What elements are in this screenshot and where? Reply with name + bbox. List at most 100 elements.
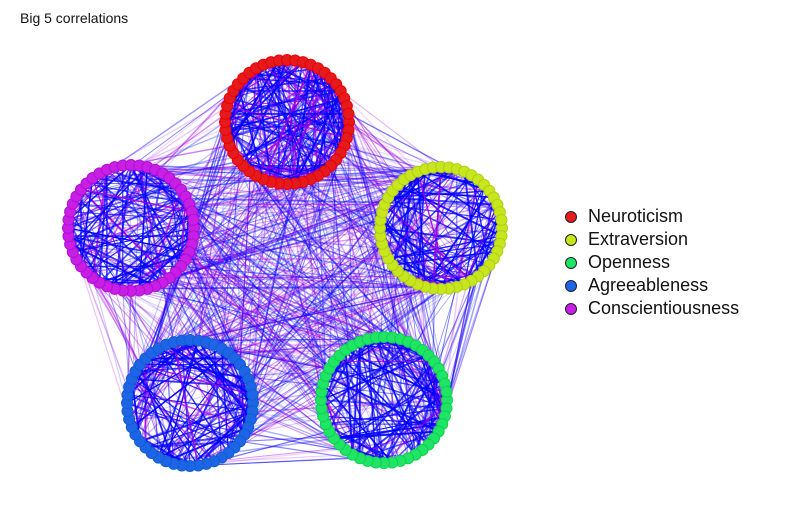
cross-edge (247, 378, 324, 417)
within-edge (463, 171, 480, 277)
within-edge (367, 338, 424, 451)
legend-swatch-conscientiousness (565, 302, 577, 315)
within-edge (320, 391, 361, 459)
within-edge (294, 90, 342, 184)
within-edge (384, 204, 465, 285)
within-edge (69, 195, 186, 246)
cross-edge (445, 270, 485, 409)
cross-edge (189, 399, 322, 467)
within-edge (270, 61, 348, 107)
within-edge (227, 371, 246, 454)
cross-edge (75, 72, 250, 261)
within-edge (134, 371, 199, 466)
cross-edge (122, 289, 439, 433)
within-edge (242, 97, 345, 167)
within-edge (145, 410, 253, 449)
cross-edge (188, 251, 409, 343)
cross-edge (193, 219, 322, 401)
cross-edge (347, 130, 361, 459)
within-edge (165, 344, 253, 412)
within-edge (224, 121, 345, 147)
cross-edge (189, 251, 411, 282)
within-edge (388, 196, 498, 206)
cross-edge (165, 235, 381, 346)
within-edge (338, 354, 430, 446)
within-edge (380, 235, 458, 288)
cross-edge (252, 227, 503, 404)
legend-item-openness: Openness (562, 251, 797, 274)
within-edge (417, 243, 501, 285)
cross-edge (213, 286, 457, 346)
within-edge (131, 352, 229, 428)
cross-edge (139, 257, 389, 292)
cross-edge (220, 84, 337, 349)
cross-edge (252, 78, 332, 404)
cross-edge (446, 243, 501, 409)
cross-edge (252, 219, 502, 404)
within-edge (317, 68, 345, 146)
legend-swatch-agreeableness (565, 279, 577, 292)
cross-edge (330, 165, 409, 342)
within-edge (67, 227, 190, 253)
cross-edge (139, 364, 448, 401)
legend-label: Openness (588, 252, 671, 272)
within-edge (86, 189, 182, 274)
cross-edge (175, 182, 381, 237)
cross-edge (399, 197, 495, 340)
cross-edge (228, 288, 434, 354)
cross-edge (180, 170, 250, 191)
within-edge (322, 354, 429, 385)
cross-edge (191, 178, 479, 245)
cross-edge (381, 212, 440, 432)
cross-edge (248, 426, 346, 451)
within-edge (67, 182, 176, 229)
within-edge (262, 64, 312, 180)
cross-edge (69, 166, 434, 245)
within-edge (114, 211, 193, 290)
cross-edge (348, 113, 450, 169)
cross-edge (205, 137, 228, 464)
item-node (342, 107, 355, 120)
within-edge (165, 426, 249, 463)
within-edge (158, 410, 253, 459)
cross-edge (68, 168, 457, 221)
within-edge (128, 385, 249, 428)
cross-edge (225, 129, 393, 463)
cross-edge (239, 288, 442, 443)
cross-edge (128, 184, 399, 420)
cross-edge (328, 159, 337, 369)
within-edge (339, 355, 377, 463)
within-edge (69, 177, 170, 245)
within-edge (68, 182, 176, 221)
within-edge (139, 364, 253, 412)
cross-edge (228, 352, 443, 425)
within-edge (139, 341, 207, 366)
legend: Neuroticism Extraversion Openness Agreea… (562, 205, 797, 320)
within-edge (139, 364, 215, 462)
cross-edge (92, 178, 311, 279)
within-edge (432, 166, 442, 289)
within-edge (344, 349, 417, 456)
cross-edge (85, 272, 141, 365)
cross-edge (250, 275, 405, 420)
within-group-edges (67, 59, 503, 467)
cross-edge (180, 265, 385, 338)
legend-swatch-neuroticism (565, 210, 577, 223)
within-edge (224, 67, 257, 131)
cross-edge (134, 90, 234, 372)
cross-edge (270, 181, 435, 363)
legend-label: Neuroticism (588, 206, 684, 226)
cross-edge (234, 358, 335, 439)
cross-edge (278, 182, 389, 260)
cross-edge (185, 257, 389, 261)
cross-edge (221, 341, 409, 458)
cross-edge (189, 339, 360, 343)
within-edge (122, 243, 193, 292)
cross-edge (114, 264, 490, 290)
cross-edge (188, 251, 246, 372)
within-edge (333, 423, 443, 440)
within-edge (320, 344, 417, 409)
cross-edge (151, 179, 405, 354)
within-edge (165, 343, 253, 396)
cross-edge (250, 197, 389, 388)
